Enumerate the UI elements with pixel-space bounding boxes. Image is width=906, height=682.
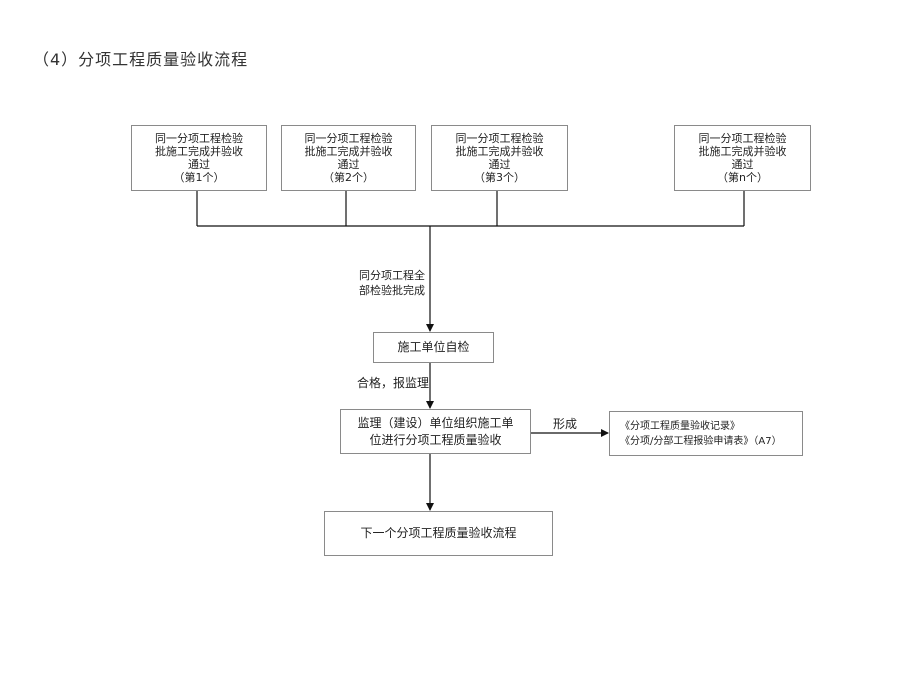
- next-process-box: 下一个分项工程质量验收流程: [324, 511, 553, 556]
- label-form: 形成: [553, 417, 578, 431]
- label-line: 部检验批完成: [359, 284, 425, 297]
- label-qualified: 合格，报监理: [357, 376, 430, 390]
- records-box: 《分项工程质量验收记录》 《分项/分部工程报验申请表》（A7）: [609, 411, 803, 456]
- batch-text: 通过: [731, 158, 754, 171]
- batch-text: 同一分项工程检验: [155, 132, 243, 145]
- batch-box-3: 同一分项工程检验 批施工完成并验收 通过 （第3个）: [431, 125, 568, 191]
- next-process-text: 下一个分项工程质量验收流程: [360, 526, 517, 540]
- batch-text: 通过: [488, 158, 511, 171]
- label-all-batches-complete: 同分项工程全 部检验批完成: [347, 268, 437, 298]
- batch-index: （第1个）: [173, 171, 225, 184]
- batch-text: 同一分项工程检验: [455, 132, 544, 145]
- self-check-box: 施工单位自检: [373, 332, 494, 363]
- batch-index: （第2个）: [323, 171, 374, 184]
- batch-index: （第3个）: [474, 171, 525, 184]
- batch-text: 批施工完成并验收: [304, 145, 393, 158]
- batch-box-n: 同一分项工程检验 批施工完成并验收 通过 （第n个）: [674, 125, 811, 191]
- batch-index: （第n个）: [717, 171, 768, 184]
- supervision-acceptance-box: 监理（建设）单位组织施工单 位进行分项工程质量验收: [340, 409, 531, 454]
- batch-text: 通过: [337, 158, 360, 171]
- record-text: 《分项工程质量验收记录》: [620, 420, 740, 432]
- batch-box-2: 同一分项工程检验 批施工完成并验收 通过 （第2个）: [281, 125, 416, 191]
- batch-text: 批施工完成并验收: [455, 145, 544, 158]
- self-check-text: 施工单位自检: [397, 340, 470, 354]
- record-text: 《分项/分部工程报验申请表》（A7）: [620, 435, 782, 447]
- page-title: （4）分项工程质量验收流程: [33, 50, 249, 69]
- batch-box-1: 同一分项工程检验 批施工完成并验收 通过 （第1个）: [131, 125, 267, 191]
- supervision-text: 监理（建设）单位组织施工单: [357, 415, 514, 430]
- label-line: 同分项工程全: [359, 269, 425, 282]
- batch-text: 同一分项工程检验: [304, 132, 393, 145]
- batch-text: 同一分项工程检验: [698, 132, 787, 145]
- supervision-text: 位进行分项工程质量验收: [369, 432, 502, 447]
- batch-text: 批施工完成并验收: [698, 145, 787, 158]
- batch-text: 批施工完成并验收: [155, 145, 243, 158]
- batch-text: 通过: [188, 158, 210, 171]
